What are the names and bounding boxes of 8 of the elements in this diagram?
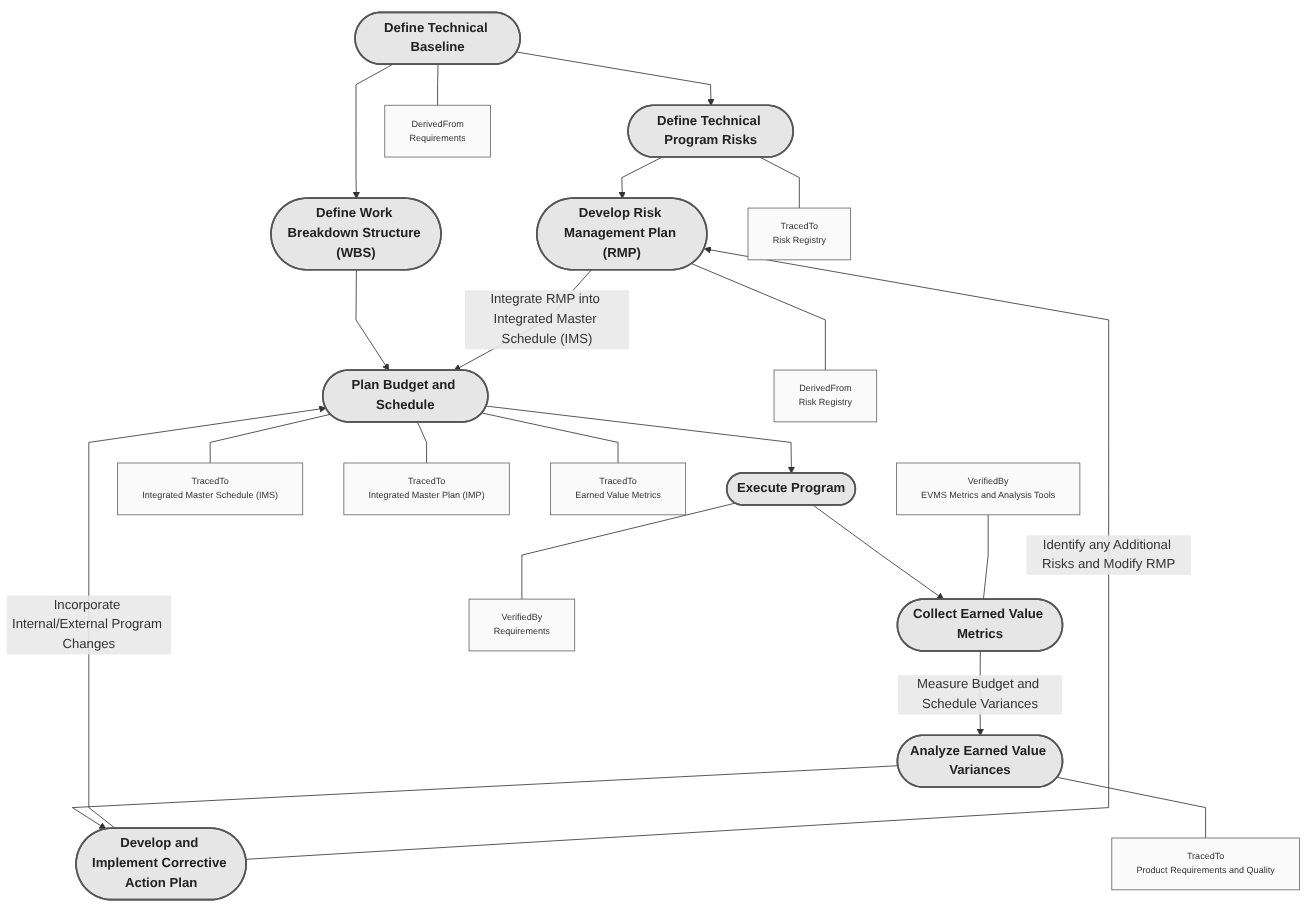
connector [691,263,826,371]
connector [417,421,427,464]
connector [481,412,619,464]
connector [437,64,439,106]
connector [1057,777,1206,839]
connector [209,413,331,464]
connector [521,502,736,600]
connector [983,514,989,600]
